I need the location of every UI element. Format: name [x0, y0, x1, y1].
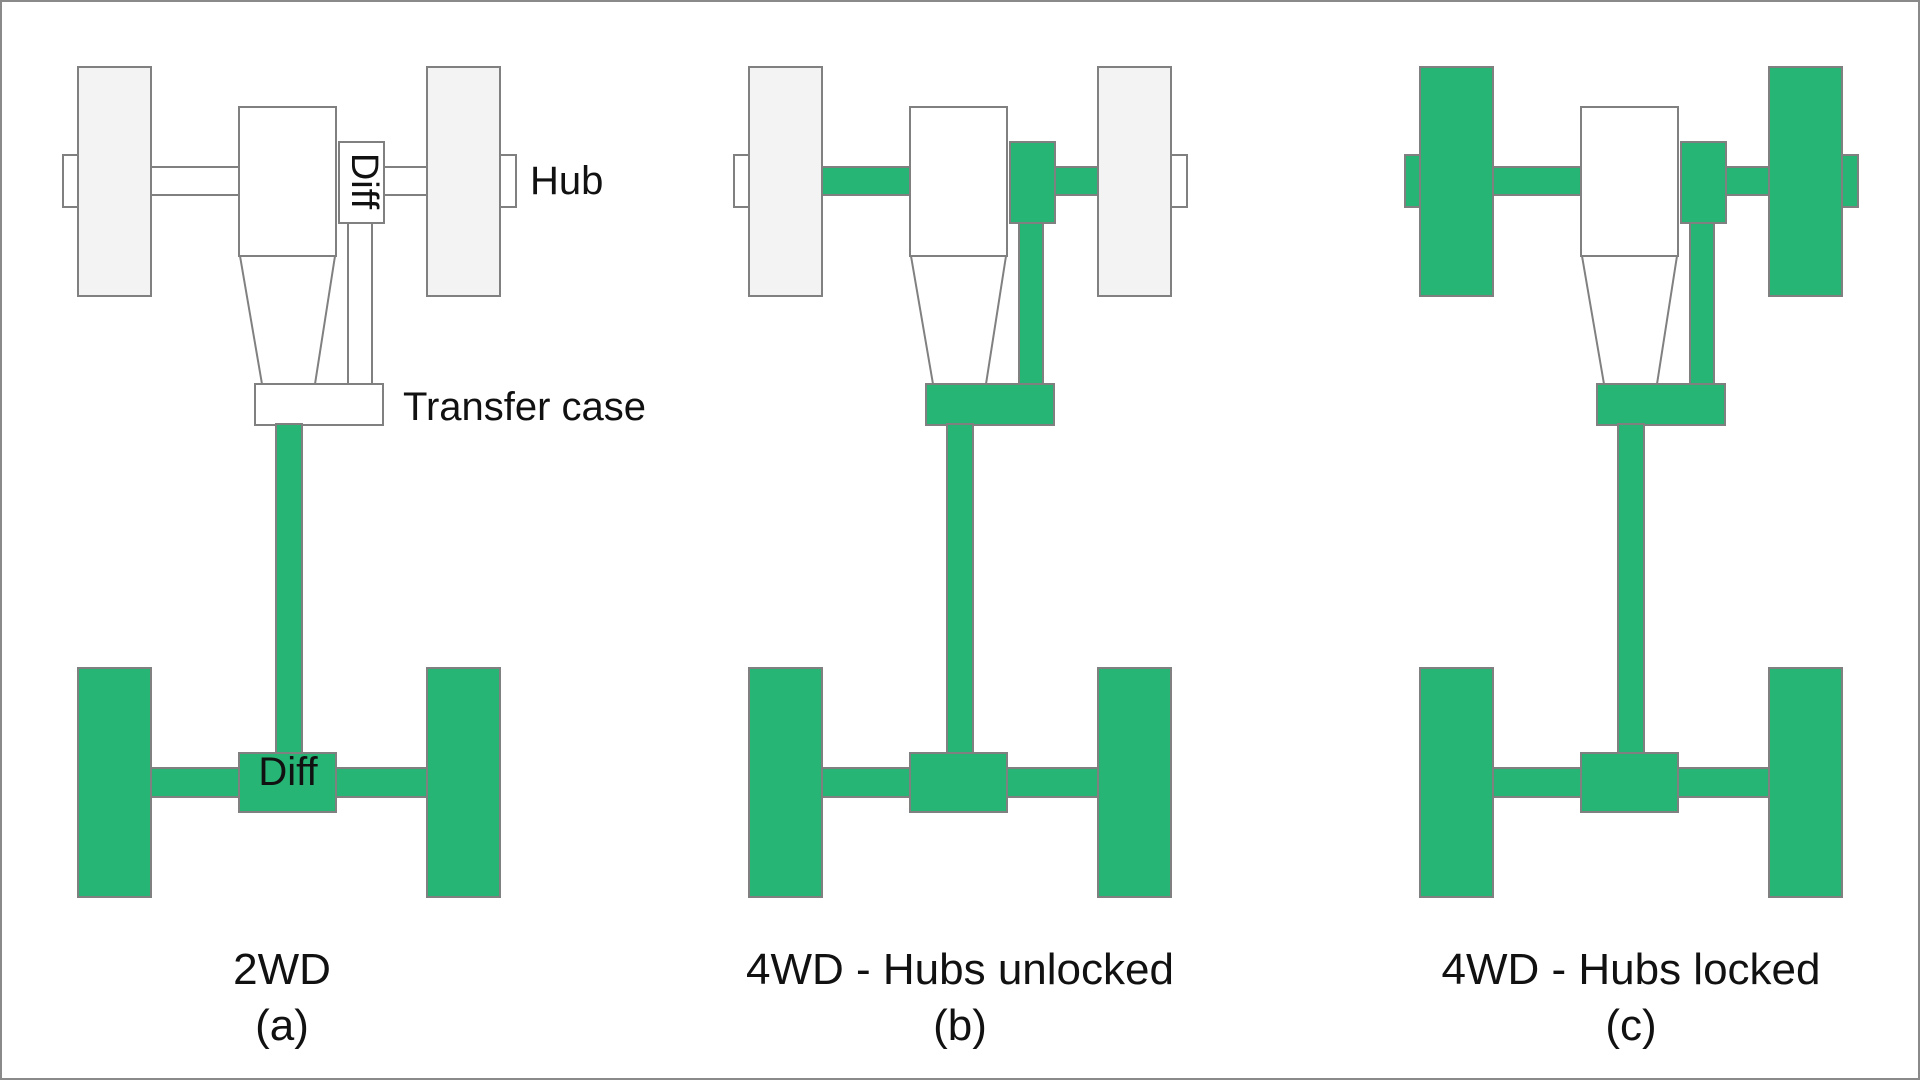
rear-left-axle-shaft [149, 767, 241, 798]
rear-left-axle-shaft [820, 767, 912, 798]
front-left-wheel [748, 66, 823, 297]
rear-right-wheel [1768, 667, 1843, 898]
front-right-wheel [426, 66, 501, 297]
transfer-case [925, 383, 1055, 426]
front-right-wheel [1768, 66, 1843, 297]
rear-right-wheel [426, 667, 501, 898]
transfer-case [1596, 383, 1726, 426]
front-differential [338, 141, 385, 224]
engine-block [238, 106, 337, 257]
front-left-axle-shaft [1491, 166, 1583, 196]
front-right-wheel [1097, 66, 1172, 297]
front-right-axle-shaft [1724, 166, 1771, 196]
rear-right-wheel [1097, 667, 1172, 898]
front-left-axle-shaft [149, 166, 241, 196]
front-right-hub [499, 154, 517, 208]
front-prop-shaft [1018, 221, 1044, 387]
transfer-case [254, 383, 384, 426]
rear-differential [909, 752, 1008, 813]
rear-prop-shaft [275, 423, 303, 756]
front-right-hub [1841, 154, 1859, 208]
front-left-wheel [77, 66, 152, 297]
front-right-axle-shaft [1053, 166, 1100, 196]
rear-diff-label: Diff [258, 750, 318, 794]
caption-title-b: 4WD - Hubs unlocked [746, 945, 1174, 994]
caption-title-c: 4WD - Hubs locked [1441, 945, 1820, 994]
front-left-axle-shaft [820, 166, 912, 196]
caption-title-a: 2WD [233, 945, 331, 994]
front-differential [1009, 141, 1056, 224]
front-left-wheel [1419, 66, 1494, 297]
panel-4wd-hubs-unlocked [733, 66, 1188, 898]
rear-left-axle-shaft [1491, 767, 1583, 798]
rear-right-axle-shaft [1676, 767, 1771, 798]
engine-block [1580, 106, 1679, 257]
panel-4wd-hubs-locked [1404, 66, 1859, 898]
rear-prop-shaft [946, 423, 974, 756]
front-right-hub [1170, 154, 1188, 208]
caption-sub-a: (a) [255, 1001, 309, 1050]
front-diff-label: Diff [343, 153, 385, 210]
rear-left-wheel [77, 667, 152, 898]
rear-right-axle-shaft [334, 767, 429, 798]
rear-differential [238, 752, 337, 813]
front-prop-shaft [1689, 221, 1715, 387]
panel-2wd [62, 66, 517, 898]
hub-label: Hub [530, 159, 603, 203]
rear-left-wheel [1419, 667, 1494, 898]
rear-differential [1580, 752, 1679, 813]
caption-sub-c: (c) [1605, 1001, 1656, 1050]
caption-sub-b: (b) [933, 1001, 987, 1050]
front-right-axle-shaft [382, 166, 429, 196]
engine-block [909, 106, 1008, 257]
rear-prop-shaft [1617, 423, 1645, 756]
front-differential [1680, 141, 1727, 224]
rear-left-wheel [748, 667, 823, 898]
rear-right-axle-shaft [1005, 767, 1100, 798]
transfer-case-label: Transfer case [403, 385, 646, 429]
front-prop-shaft [347, 221, 373, 387]
